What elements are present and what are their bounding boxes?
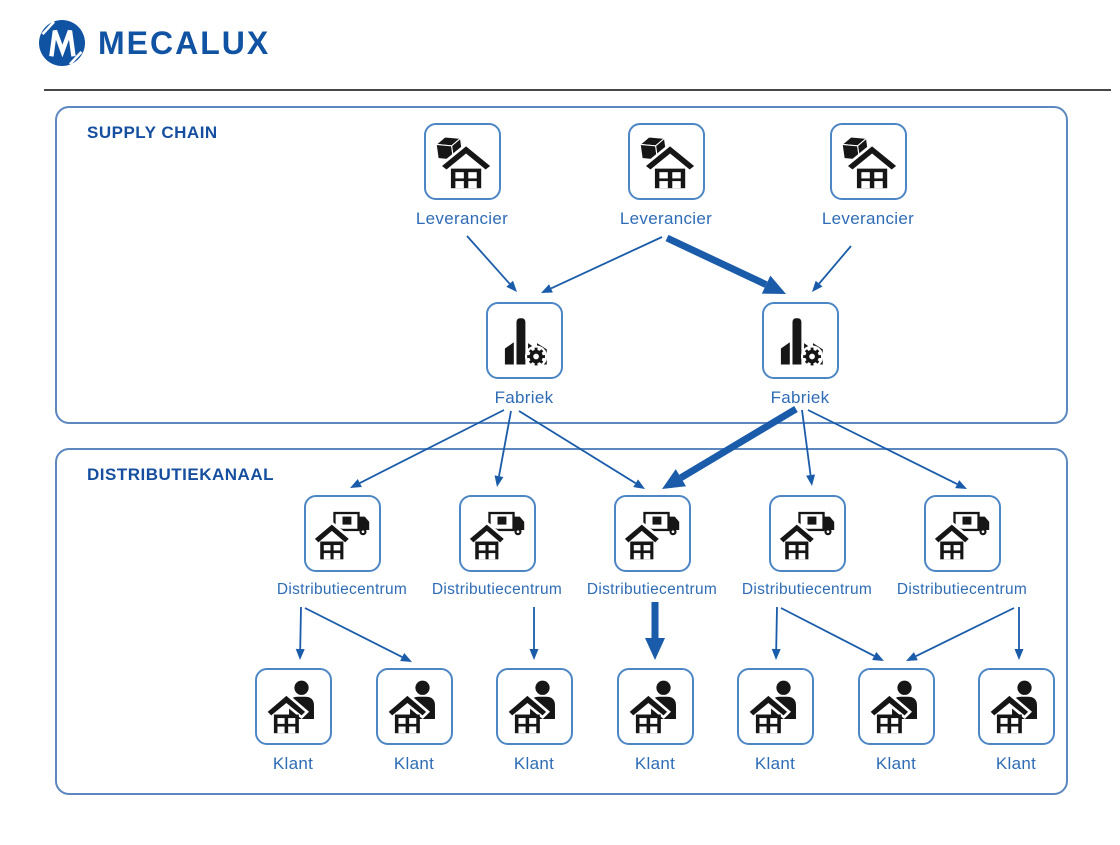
arrow-dc-1-to-klant-1: [295, 606, 305, 660]
arrow-leverancier-2-to-fabriek-1: [541, 236, 663, 293]
top-divider: [44, 89, 1111, 91]
customer-icon: [736, 668, 814, 745]
customer-icon: [495, 668, 573, 745]
customer-icon: [616, 668, 694, 745]
factory-icon: [761, 302, 839, 379]
node-label-klant-2: Klant: [393, 754, 435, 773]
node-label-leverancier-1: Leverancier: [415, 209, 509, 228]
node-label-leverancier-2: Leverancier: [619, 209, 713, 228]
node-label-dc-1: Distributiecentrum: [276, 581, 408, 598]
mecalux-logo-icon: [39, 20, 85, 66]
node-leverancier-1: Leverancier: [372, 123, 552, 229]
node-klant-7: Klant: [926, 668, 1106, 774]
node-leverancier-2: Leverancier: [576, 123, 756, 229]
arrow-fabriek-1-to-dc-1: [350, 409, 505, 488]
node-label-dc-3: Distributiecentrum: [586, 581, 718, 598]
arrow-dc-5-to-klant-6: [906, 607, 1015, 661]
node-fabriek-1: Fabriek: [434, 302, 614, 408]
supplier-icon: [627, 123, 705, 200]
distribution-icon: [458, 495, 536, 572]
node-klant-2: Klant: [324, 668, 504, 774]
node-label-klant-4: Klant: [634, 754, 676, 773]
node-klant-5: Klant: [685, 668, 865, 774]
arrow-dc-4-to-klant-5: [771, 606, 781, 660]
node-label-dc-5: Distributiecentrum: [896, 581, 1028, 598]
distribution-icon: [768, 495, 846, 572]
node-dc-4: Distributiecentrum: [717, 495, 897, 599]
node-dc-2: Distributiecentrum: [407, 495, 587, 599]
arrow-fabriek-2-to-dc-3: [662, 405, 798, 489]
supplier-icon: [423, 123, 501, 200]
node-label-dc-2: Distributiecentrum: [431, 581, 563, 598]
arrow-dc-3-to-klant-4: [645, 602, 665, 660]
arrow-leverancier-1-to-fabriek-1: [466, 235, 517, 292]
node-label-leverancier-3: Leverancier: [821, 209, 915, 228]
node-dc-3: Distributiecentrum: [562, 495, 742, 599]
supplier-icon: [829, 123, 907, 200]
arrow-dc-5-to-klant-7: [1014, 607, 1024, 660]
supply-chain-title: SUPPLY CHAIN: [87, 123, 218, 142]
arrow-leverancier-3-to-fabriek-2: [812, 245, 852, 292]
node-label-dc-4: Distributiecentrum: [741, 581, 873, 598]
node-label-klant-6: Klant: [875, 754, 917, 773]
customer-icon: [375, 668, 453, 745]
arrow-dc-1-to-klant-2: [304, 607, 412, 662]
arrow-fabriek-1-to-dc-2: [494, 410, 512, 487]
node-klant-4: Klant: [565, 668, 745, 774]
distribution-icon: [303, 495, 381, 572]
distribution-icon: [923, 495, 1001, 572]
customer-icon: [977, 668, 1055, 745]
node-label-klant-1: Klant: [272, 754, 314, 773]
brand-name: MECALUX: [98, 24, 271, 61]
arrow-fabriek-1-to-dc-3: [518, 410, 645, 489]
distribution-icon: [613, 495, 691, 572]
node-label-klant-7: Klant: [995, 754, 1037, 773]
customer-icon: [857, 668, 935, 745]
node-leverancier-3: Leverancier: [778, 123, 958, 229]
node-klant-3: Klant: [444, 668, 624, 774]
arrow-fabriek-2-to-dc-4: [801, 409, 816, 486]
arrow-dc-2-to-klant-3: [529, 607, 539, 660]
arrow-fabriek-2-to-dc-5: [807, 409, 967, 489]
node-dc-1: Distributiecentrum: [252, 495, 432, 599]
node-label-fabriek-1: Fabriek: [494, 388, 554, 407]
arrow-leverancier-2-to-fabriek-2: [665, 234, 786, 294]
node-label-klant-5: Klant: [754, 754, 796, 773]
node-klant-1: Klant: [203, 668, 383, 774]
node-dc-5: Distributiecentrum: [872, 495, 1052, 599]
customer-icon: [254, 668, 332, 745]
node-fabriek-2: Fabriek: [710, 302, 890, 408]
factory-icon: [485, 302, 563, 379]
brand-header: MECALUX: [39, 20, 270, 66]
arrow-dc-4-to-klant-6: [780, 607, 884, 661]
node-klant-6: Klant: [806, 668, 986, 774]
distribution-channel-title: DISTRIBUTIEKANAAL: [87, 465, 274, 484]
node-label-klant-3: Klant: [513, 754, 555, 773]
node-label-fabriek-2: Fabriek: [770, 388, 830, 407]
